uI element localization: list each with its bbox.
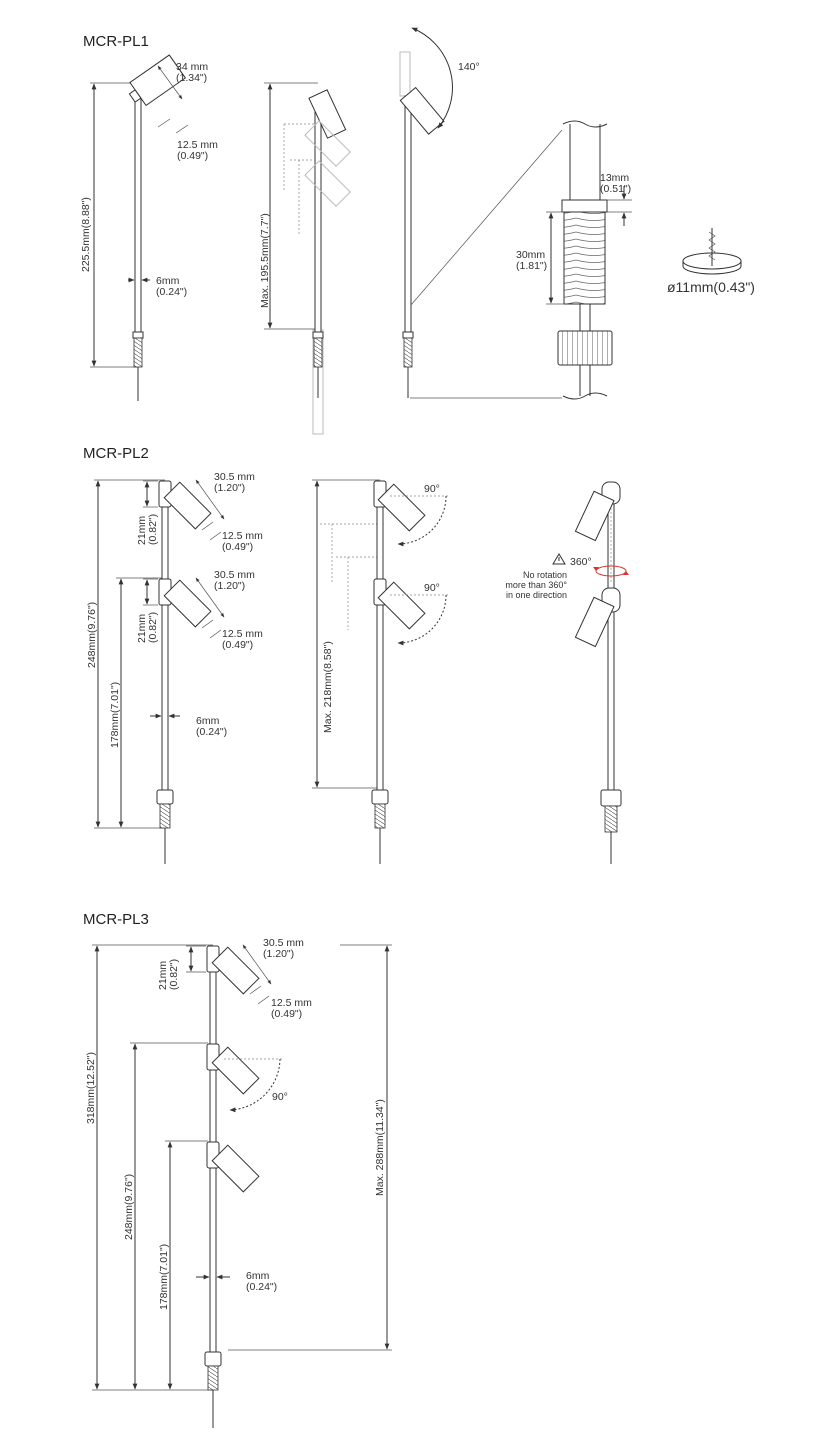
pl3-clamp-label: 21mm xyxy=(157,961,169,990)
pl3-head-len: 12.5 mm xyxy=(271,997,312,1009)
pl2-rod-dia-in: (0.24") xyxy=(196,726,227,738)
pl2-head-len-1: 12.5 mm xyxy=(222,530,263,542)
detail-thread-len: 30mm xyxy=(516,249,545,261)
pl1-front-view: 225.5mm(8.88") 34 mm (1.34") 12.5 mm (0.… xyxy=(80,54,218,401)
pl2-angle-label-2: 90° xyxy=(424,582,440,594)
pl1-thread-detail: 13mm (0.51") 30mm (1.81") xyxy=(516,120,632,400)
pl2-clamp-in-2: (0.82") xyxy=(147,612,159,643)
detail-nut xyxy=(561,199,608,213)
warning-line-3: in one direction xyxy=(506,590,567,600)
pl1-rod-dia: 6mm xyxy=(156,275,180,287)
pl1-tilt-view: 140° xyxy=(399,27,563,399)
pl2-head-width-in-1: (1.20") xyxy=(214,482,245,494)
pl2-head-len-2: 12.5 mm xyxy=(222,628,263,640)
pl2-angle-label-1: 90° xyxy=(424,483,440,495)
pl1-height-label: 225.5mm(8.88") xyxy=(80,197,92,272)
pl2-head-width-2: 30.5 mm xyxy=(214,569,255,581)
pl2-front-view: 248mm(9.76") 178mm(7.01") 21mm (0.82") 2… xyxy=(86,471,263,864)
pl2-head-len-in-1: (0.49") xyxy=(222,541,253,553)
pl2-title: MCR-PL2 xyxy=(83,445,149,462)
pl1-mount-hole: ø11mm(0.43") xyxy=(667,228,755,295)
pl1-thread xyxy=(133,337,143,368)
pl1-angle-label: 140° xyxy=(458,61,480,73)
section-mcr-pl1: MCR-PL1 225.5mm(8.88") 34 mm (1.34") 12.… xyxy=(80,27,755,435)
pl3-height-label: 318mm(12.52") xyxy=(85,1052,97,1124)
warning-line-1: No rotation xyxy=(523,570,567,580)
section-mcr-pl3: MCR-PL3 318mm(12.52") 248mm(9.76") 178mm… xyxy=(83,911,392,1428)
pl1-head-len: 12.5 mm xyxy=(177,139,218,151)
pl1-title: MCR-PL1 xyxy=(83,33,149,50)
pl3-max-height-label: Max. 288mm(11.34") xyxy=(374,1099,386,1196)
pl2-clamp-label-1: 21mm xyxy=(136,516,148,545)
detail-thread xyxy=(563,211,606,305)
pl2-head-width-in-2: (1.20") xyxy=(214,580,245,592)
pl1-tilt-arc xyxy=(411,27,453,129)
pl3-head-width: 30.5 mm xyxy=(263,937,304,949)
detail-thread-len-in: (1.81") xyxy=(516,260,547,272)
pl3-lower-height-label: 178mm(7.01") xyxy=(158,1244,170,1310)
pl3-angle-label: 90° xyxy=(272,1091,288,1103)
pl3-head-width-in: (1.20") xyxy=(263,948,294,960)
pl2-head-width-1: 30.5 mm xyxy=(214,471,255,483)
pl1-head-width: 34 mm xyxy=(176,61,208,73)
pl2-clamp-label-2: 21mm xyxy=(136,614,148,643)
hole-diameter-label: ø11mm(0.43") xyxy=(667,279,755,295)
warning-icon xyxy=(552,553,566,565)
pl1-rod-dia-in: (0.24") xyxy=(156,286,187,298)
detail-nut-height-in: (0.51") xyxy=(600,183,631,195)
pl1-max-height-label: Max. 195.5mm(7.7") xyxy=(259,213,271,308)
pl2-rod-dia: 6mm xyxy=(196,715,220,727)
pl3-mid-height-label: 248mm(9.76") xyxy=(123,1174,135,1240)
pl2-rotation-label: 360° xyxy=(570,556,592,568)
pl2-height-label: 248mm(9.76") xyxy=(86,602,98,668)
pl3-rod-dia: 6mm xyxy=(246,1270,270,1282)
pl2-rotation-view: 360° No rotation more than 360° in one d… xyxy=(505,481,629,864)
pl3-title: MCR-PL3 xyxy=(83,911,149,928)
detail-knurl-nut xyxy=(557,330,613,366)
pl3-rod-dia-in: (0.24") xyxy=(246,1281,277,1293)
pl2-head-len-in-2: (0.49") xyxy=(222,639,253,651)
section-mcr-pl2: MCR-PL2 248mm(9.76") 178mm(7.01") 21mm (… xyxy=(83,445,629,864)
pl2-clamp-in-1: (0.82") xyxy=(147,514,159,545)
pl2-lower-height-label: 178mm(7.01") xyxy=(109,682,121,748)
warning-line-2: more than 360° xyxy=(505,580,567,590)
pl1-adjust-view: Max. 195.5mm(7.7") xyxy=(259,82,351,435)
pl1-head-width-in: (1.34") xyxy=(176,72,207,84)
pl1-rod xyxy=(134,95,142,333)
pl2-max-height-label: Max. 218mm(8.58") xyxy=(322,641,334,733)
pl2-adjust-view: Max. 218mm(8.58") 90° 90° xyxy=(312,479,448,864)
pl1-head-len-in: (0.49") xyxy=(177,150,208,162)
pl3-head-len-in: (0.49") xyxy=(271,1008,302,1020)
pl3-clamp-in: (0.82") xyxy=(168,959,180,990)
detail-nut-height: 13mm xyxy=(600,172,629,184)
